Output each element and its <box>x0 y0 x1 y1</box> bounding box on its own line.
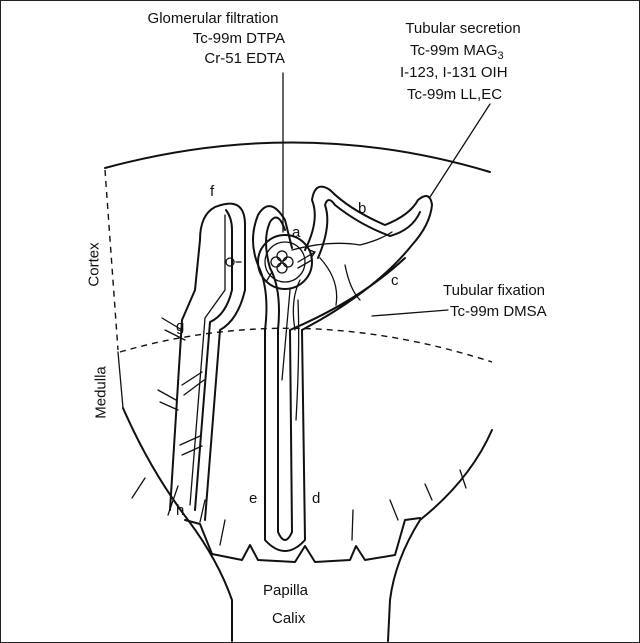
segment-label-g: g <box>176 318 184 335</box>
cortex-outer-boundary <box>105 142 490 172</box>
secretion-title: Tubular secretion <box>378 20 548 37</box>
segment-label-f: f <box>210 183 214 200</box>
glomerular-agent-dtpa: Tc-99m DTPA <box>150 30 285 47</box>
segment-label-b: b <box>358 200 366 217</box>
duct-branch-lower1 <box>158 390 178 410</box>
medulla-left-edge <box>118 352 123 408</box>
loop-of-henle <box>265 330 305 551</box>
pyramid-outline <box>123 408 232 641</box>
papilla-lobules <box>185 518 420 562</box>
medulla-label: Medulla <box>93 358 110 428</box>
secretion-agent-oih: I-123, I-131 OIH <box>400 64 508 81</box>
glomerular-agent-edta: Cr-51 EDTA <box>150 50 285 67</box>
papilla-label: Papilla <box>263 582 308 599</box>
collecting-duct <box>170 204 245 520</box>
secretion-agent-ll-ec: Tc-99m LL,EC <box>407 86 502 103</box>
segment-label-a: a <box>292 224 300 241</box>
segment-label-h: h <box>176 502 184 519</box>
secretion-pointer <box>430 104 490 197</box>
segment-label-d: d <box>312 490 320 507</box>
fixation-title: Tubular fixation <box>443 282 545 299</box>
calix-spike-6 <box>390 500 398 520</box>
secretion-agent-mag3-main: Tc-99m MAG <box>410 42 498 59</box>
secretion-agent-mag3-sub: 3 <box>498 50 504 62</box>
calix-spike-4 <box>220 520 225 545</box>
segment-label-e: e <box>249 490 257 507</box>
calix-label: Calix <box>272 610 305 627</box>
pyramid-outline-right <box>388 430 492 641</box>
secretion-agent-mag3: Tc-99m MAG3 <box>410 42 504 65</box>
calix-spike-7 <box>425 484 432 500</box>
segment-label-c: c <box>391 272 399 289</box>
calix-spike-5 <box>352 510 353 540</box>
calix-spike-1 <box>132 478 145 498</box>
cortex-left-edge <box>105 170 118 350</box>
cortex-label: Cortex <box>86 230 103 300</box>
peritubular-capillaries <box>282 232 392 420</box>
glomerular-title: Glomerular filtration <box>113 10 313 27</box>
fixation-agent-dmsa: Tc-99m DMSA <box>450 303 547 320</box>
fixation-pointer <box>372 310 448 316</box>
